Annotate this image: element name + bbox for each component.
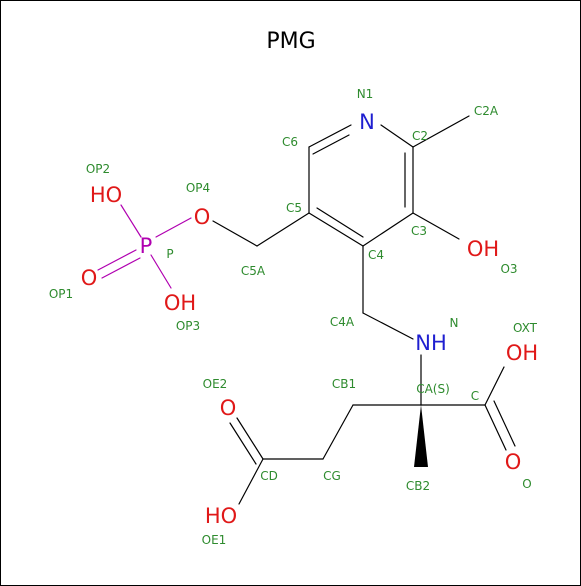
atom-op2: HO <box>90 183 122 207</box>
label-o3: O3 <box>500 262 517 276</box>
label-c2: C2 <box>412 129 428 143</box>
atom-op3: OH <box>164 291 196 315</box>
label-p: P <box>166 247 173 261</box>
bond-c5a-op4 <box>212 220 258 247</box>
bond-c2-c2a <box>412 115 470 148</box>
bond-p-op2 <box>120 204 142 238</box>
bond-c6-n1 <box>308 124 352 148</box>
atom-op1: O <box>81 266 98 290</box>
atom-op4: O <box>194 205 211 229</box>
bond-c5-c5a <box>256 212 310 247</box>
bond-c4-c5 <box>308 212 364 247</box>
bond-c3-o3 <box>412 212 460 240</box>
label-o: O <box>522 477 531 491</box>
label-op2: OP2 <box>86 162 110 176</box>
label-cg: CG <box>323 469 341 483</box>
label-cb1: CB1 <box>332 377 356 391</box>
label-n1: N1 <box>357 87 374 101</box>
bond-c3-c4 <box>362 212 414 247</box>
label-op3: OP3 <box>176 319 200 333</box>
label-c4a: C4A <box>330 315 355 329</box>
bond-cb1-cg <box>322 404 354 460</box>
bond-cd-oe1 <box>238 458 264 505</box>
diagram-title: PMG <box>266 29 315 54</box>
label-c3: C3 <box>411 224 427 238</box>
atom-o: O <box>505 450 522 474</box>
label-oe1: OE1 <box>202 533 227 547</box>
bond-p-op1-b <box>101 257 141 279</box>
bond-c6-n1-inner <box>312 134 350 155</box>
label-c5a: C5A <box>241 264 266 278</box>
wedge-ca-cb2 <box>414 405 428 467</box>
label-oxt: OXT <box>513 321 538 335</box>
label-c: C <box>471 389 479 403</box>
atom-nh: NH <box>415 331 447 355</box>
atom-oe1: HO <box>205 504 237 528</box>
label-c4: C4 <box>368 248 384 262</box>
label-c2a: C2A <box>474 104 499 118</box>
bond-cd-oe2-b <box>229 422 257 465</box>
bond-c-o-a <box>484 404 507 451</box>
bond-cd-oe2-a <box>236 417 264 460</box>
bond-n1-c2 <box>380 124 414 148</box>
label-op4: OP4 <box>186 181 210 195</box>
label-cb2: CB2 <box>406 479 430 493</box>
bond-c4a-n <box>362 312 414 340</box>
bond-p-op3 <box>150 254 172 289</box>
atom-oe2: O <box>220 396 237 420</box>
bond-c-oxt <box>484 366 505 406</box>
label-cd: CD <box>260 469 278 483</box>
atom-labels: N1 C2 C2A C6 C3 O3 C5 C4 C5A OP2 OP4 P O… <box>49 87 538 547</box>
atom-n1: N <box>359 110 375 134</box>
label-op1: OP1 <box>49 287 73 301</box>
atom-oxt: OH <box>506 341 538 365</box>
label-c5: C5 <box>286 201 302 215</box>
atom-p: P <box>140 234 153 258</box>
label-c6: C6 <box>282 135 298 149</box>
label-oe2: OE2 <box>203 377 228 391</box>
bond-c4-c5-inner <box>316 207 364 238</box>
label-n: N <box>450 316 459 330</box>
atom-o3: OH <box>467 237 499 261</box>
bond-op4-p <box>155 217 192 238</box>
bond-p-op1-a <box>97 249 137 271</box>
label-ca: CA(S) <box>416 382 450 396</box>
bond-c-o-b <box>493 400 516 447</box>
